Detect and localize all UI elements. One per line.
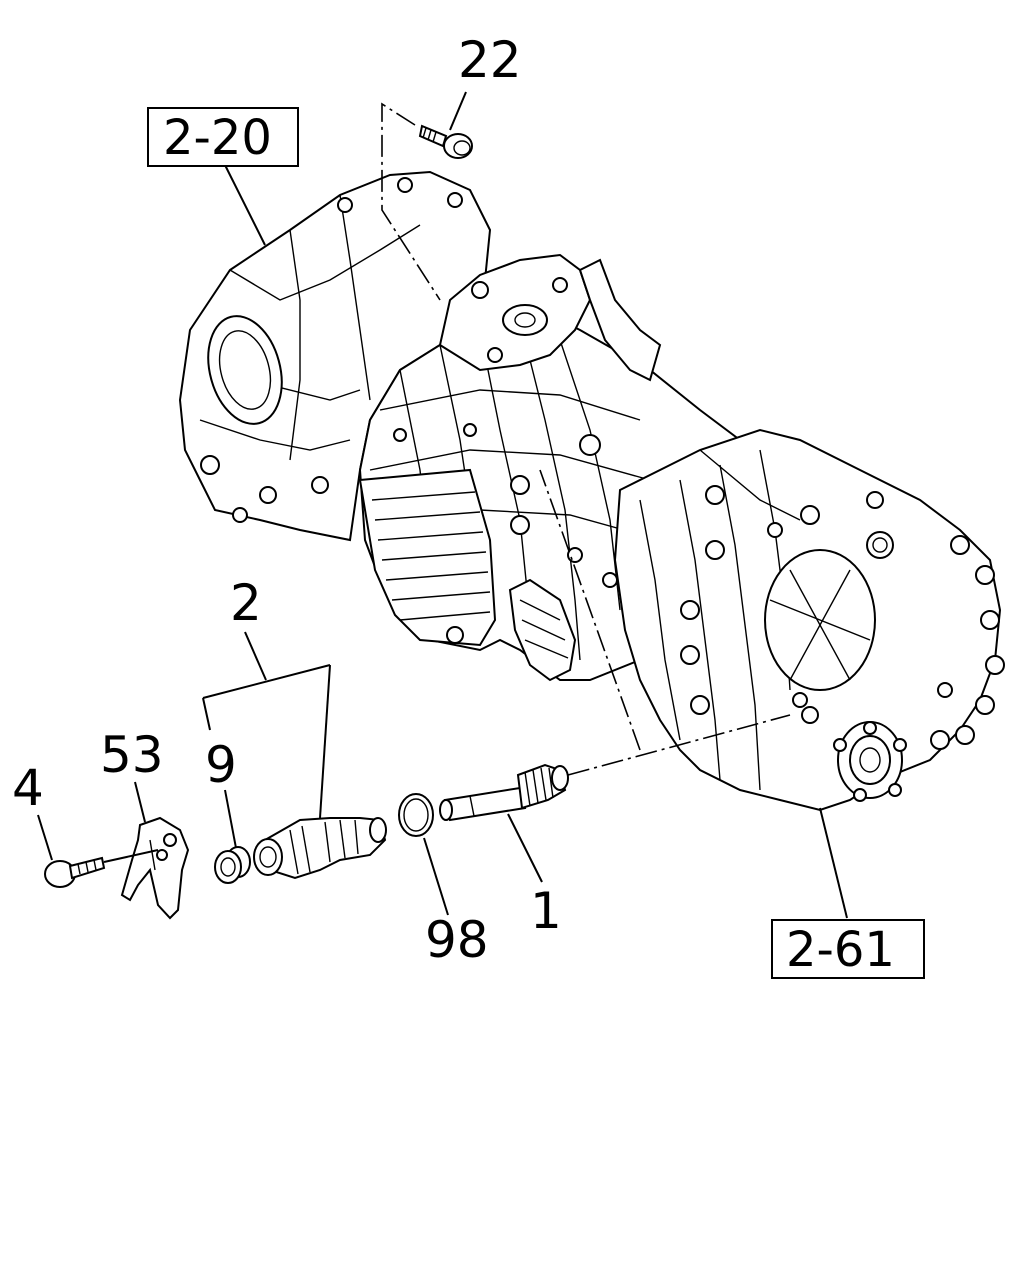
- bell-housing: [178, 170, 492, 542]
- callout-1: 1: [530, 882, 562, 940]
- callout-labels: 22 2 53 9 4 98 1: [12, 31, 562, 969]
- callout-98: 98: [425, 911, 489, 969]
- reference-box-2-61[interactable]: 2-61: [771, 919, 925, 979]
- callout-2: 2: [230, 574, 262, 632]
- callout-22: 22: [458, 31, 522, 89]
- speed-sensor-2: [253, 817, 387, 880]
- bracket-53: [120, 816, 190, 920]
- reference-label-2-20: 2-20: [163, 110, 272, 166]
- bush-9: [214, 846, 251, 884]
- callout-9: 9: [205, 736, 237, 794]
- callout-53: 53: [100, 726, 164, 784]
- drive-gear-1: [439, 763, 569, 822]
- extension-housing: [613, 428, 1005, 812]
- transmission-assembly: [178, 170, 1005, 812]
- leader-lines: [37, 91, 848, 919]
- o-ring-98: [398, 793, 434, 837]
- callout-4: 4: [12, 759, 44, 817]
- bolt-4: [44, 856, 106, 888]
- reference-label-2-61: 2-61: [786, 922, 895, 978]
- reference-box-2-20[interactable]: 2-20: [147, 107, 299, 167]
- bolt-22: [418, 124, 473, 159]
